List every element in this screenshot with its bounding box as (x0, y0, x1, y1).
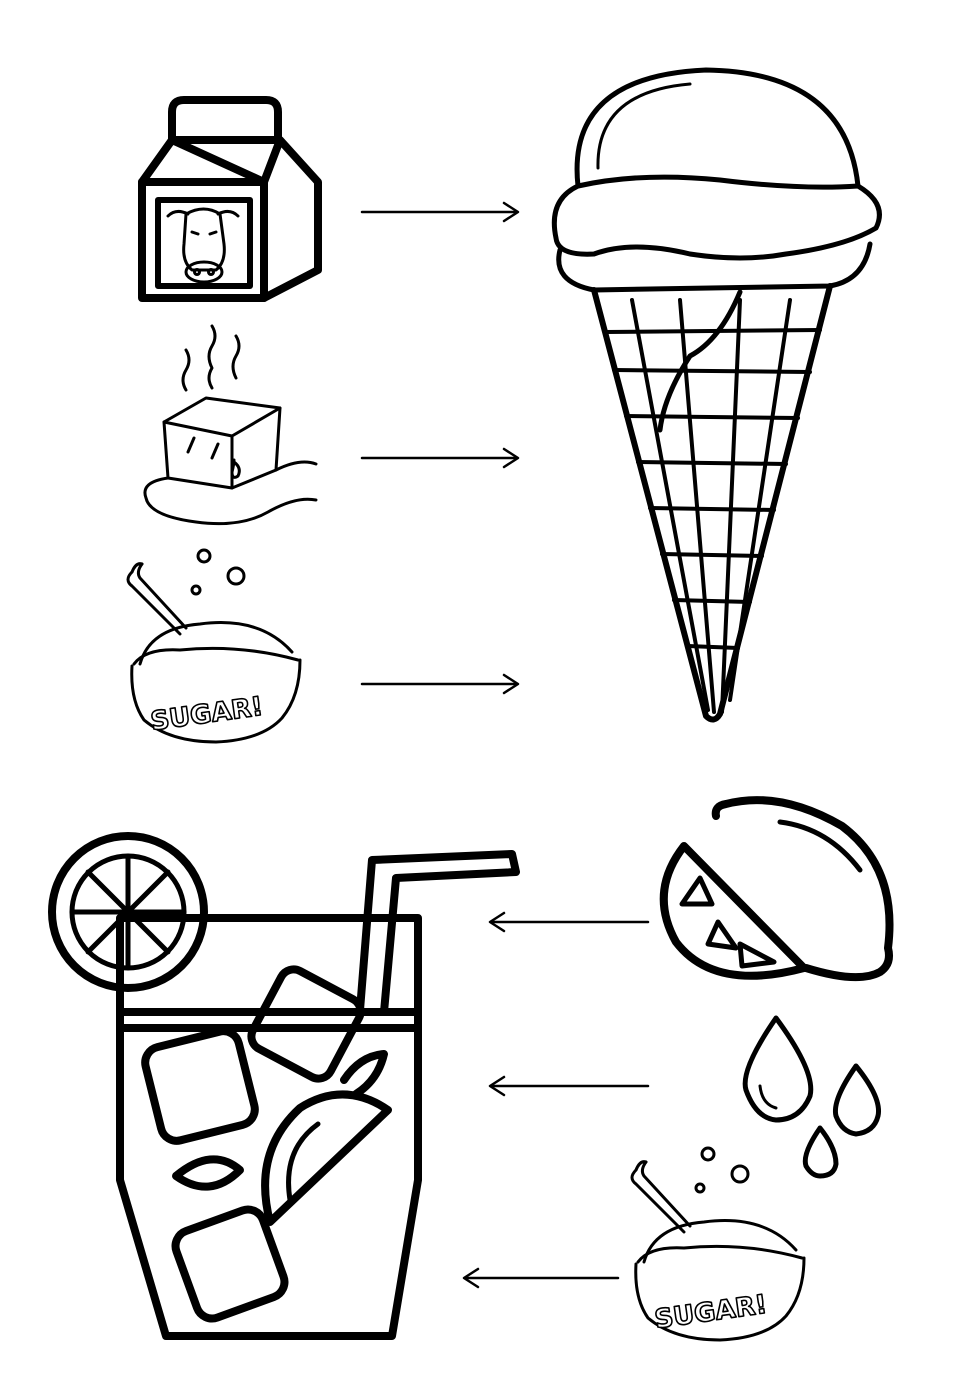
ice-cream-cone-icon (551, 67, 882, 723)
sugar-bowl-icon: SUGAR! (630, 1146, 806, 1342)
sugar-bowl-icon: SUGAR! (126, 548, 302, 744)
melting-butter-icon (143, 324, 318, 526)
milk-carton-icon (138, 96, 322, 302)
lemon-icon (659, 796, 894, 982)
water-drops-icon (742, 1015, 882, 1179)
sugar-label: SUGAR! (653, 1290, 769, 1335)
lemonade-glass-icon (48, 832, 520, 1340)
sugar-label: SUGAR! (149, 692, 265, 737)
